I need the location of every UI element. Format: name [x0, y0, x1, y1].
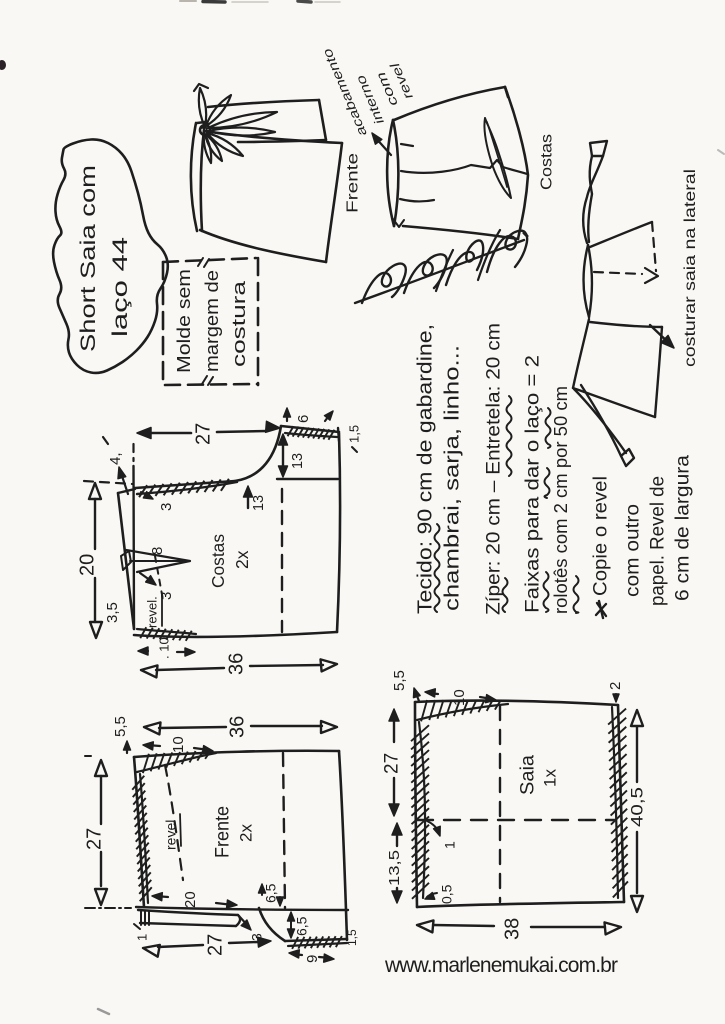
svg-text:38: 38: [502, 918, 524, 940]
svg-text:27: 27: [193, 423, 215, 445]
svg-text:2x: 2x: [237, 824, 256, 842]
svg-text:2x: 2x: [232, 550, 252, 569]
svg-text:Molde sem: Molde sem: [174, 269, 194, 373]
svg-text:1,5: 1,5: [346, 425, 361, 443]
svg-text:5,5: 5,5: [112, 716, 129, 737]
svg-text:6,5: 6,5: [263, 883, 279, 903]
svg-text:Frente: Frente: [212, 806, 233, 858]
svg-text:papel. Revel de: papel. Revel de: [647, 476, 668, 606]
svg-text:chambrai, sarja, linho...: chambrai, sarja, linho...: [442, 345, 464, 611]
svg-text:2: 2: [607, 682, 624, 690]
svg-text:Saia: Saia: [517, 755, 538, 795]
svg-text:costurar saia na lateral: costurar saia na lateral: [682, 169, 699, 367]
svg-text:36: 36: [227, 716, 249, 738]
svg-text:13: 13: [251, 495, 267, 511]
svg-text:36: 36: [226, 653, 248, 675]
svg-text:. 10: . 10: [156, 637, 171, 659]
svg-text:Copie o revel: Copie o revel: [590, 476, 611, 596]
svg-text:20: 20: [182, 891, 199, 908]
svg-text:laço 44: laço 44: [109, 237, 132, 337]
svg-text:1x: 1x: [541, 769, 560, 787]
svg-text:3: 3: [158, 592, 175, 600]
svg-text:Faixas para dar o laço = 2: Faixas para dar o laço = 2: [521, 355, 543, 613]
svg-text:revel.: revel.: [144, 596, 159, 628]
svg-text:27: 27: [381, 753, 402, 774]
svg-text:10: 10: [170, 736, 187, 753]
svg-text:6: 6: [295, 415, 312, 423]
svg-text:Costas: Costas: [208, 534, 228, 588]
svg-text:costura: costura: [229, 280, 249, 367]
svg-text:6 cm de largura: 6 cm de largura: [672, 455, 693, 601]
svg-text:0,5: 0,5: [439, 884, 455, 904]
svg-text:13,5: 13,5: [387, 850, 403, 886]
svg-text:Zíper: 20 cm – Entretela: 20 c: Zíper: 20 cm – Entretela: 20 cm: [483, 323, 504, 615]
svg-text:4,: 4,: [107, 452, 124, 465]
svg-text:9: 9: [304, 955, 321, 963]
svg-text:Short Saia com: Short Saia com: [77, 165, 100, 352]
svg-text:www.marlenemukai.com.br: www.marlenemukai.com.br: [384, 954, 618, 977]
svg-text:1: 1: [442, 841, 458, 849]
svg-text:3: 3: [158, 503, 175, 511]
svg-text:1,5: 1,5: [345, 929, 359, 946]
svg-text:8: 8: [149, 547, 166, 555]
svg-text:40,5: 40,5: [628, 787, 646, 827]
svg-text:27: 27: [205, 934, 227, 956]
svg-text:6,5: 6,5: [294, 916, 310, 936]
svg-text:27: 27: [84, 828, 106, 850]
svg-text:Costas: Costas: [538, 134, 555, 190]
svg-text:10: 10: [451, 689, 468, 706]
svg-text:margem de: margem de: [202, 270, 222, 372]
svg-text:Frente: Frente: [344, 153, 361, 213]
svg-text:13: 13: [290, 453, 306, 469]
svg-text:20: 20: [77, 554, 99, 576]
svg-text:rolotês com 2 cm por 50 cm: rolotês com 2 cm por 50 cm: [551, 386, 571, 614]
svg-text:revel: revel: [163, 820, 179, 850]
svg-text:5,5: 5,5: [391, 670, 408, 691]
svg-text:com outro: com outro: [622, 504, 643, 597]
svg-text:1: 1: [134, 934, 149, 941]
svg-text:Tecido: 90 cm de gabardine,: Tecido: 90 cm de gabardine,: [415, 324, 437, 614]
svg-text:3: 3: [249, 933, 265, 941]
svg-text:3,5: 3,5: [104, 602, 121, 623]
